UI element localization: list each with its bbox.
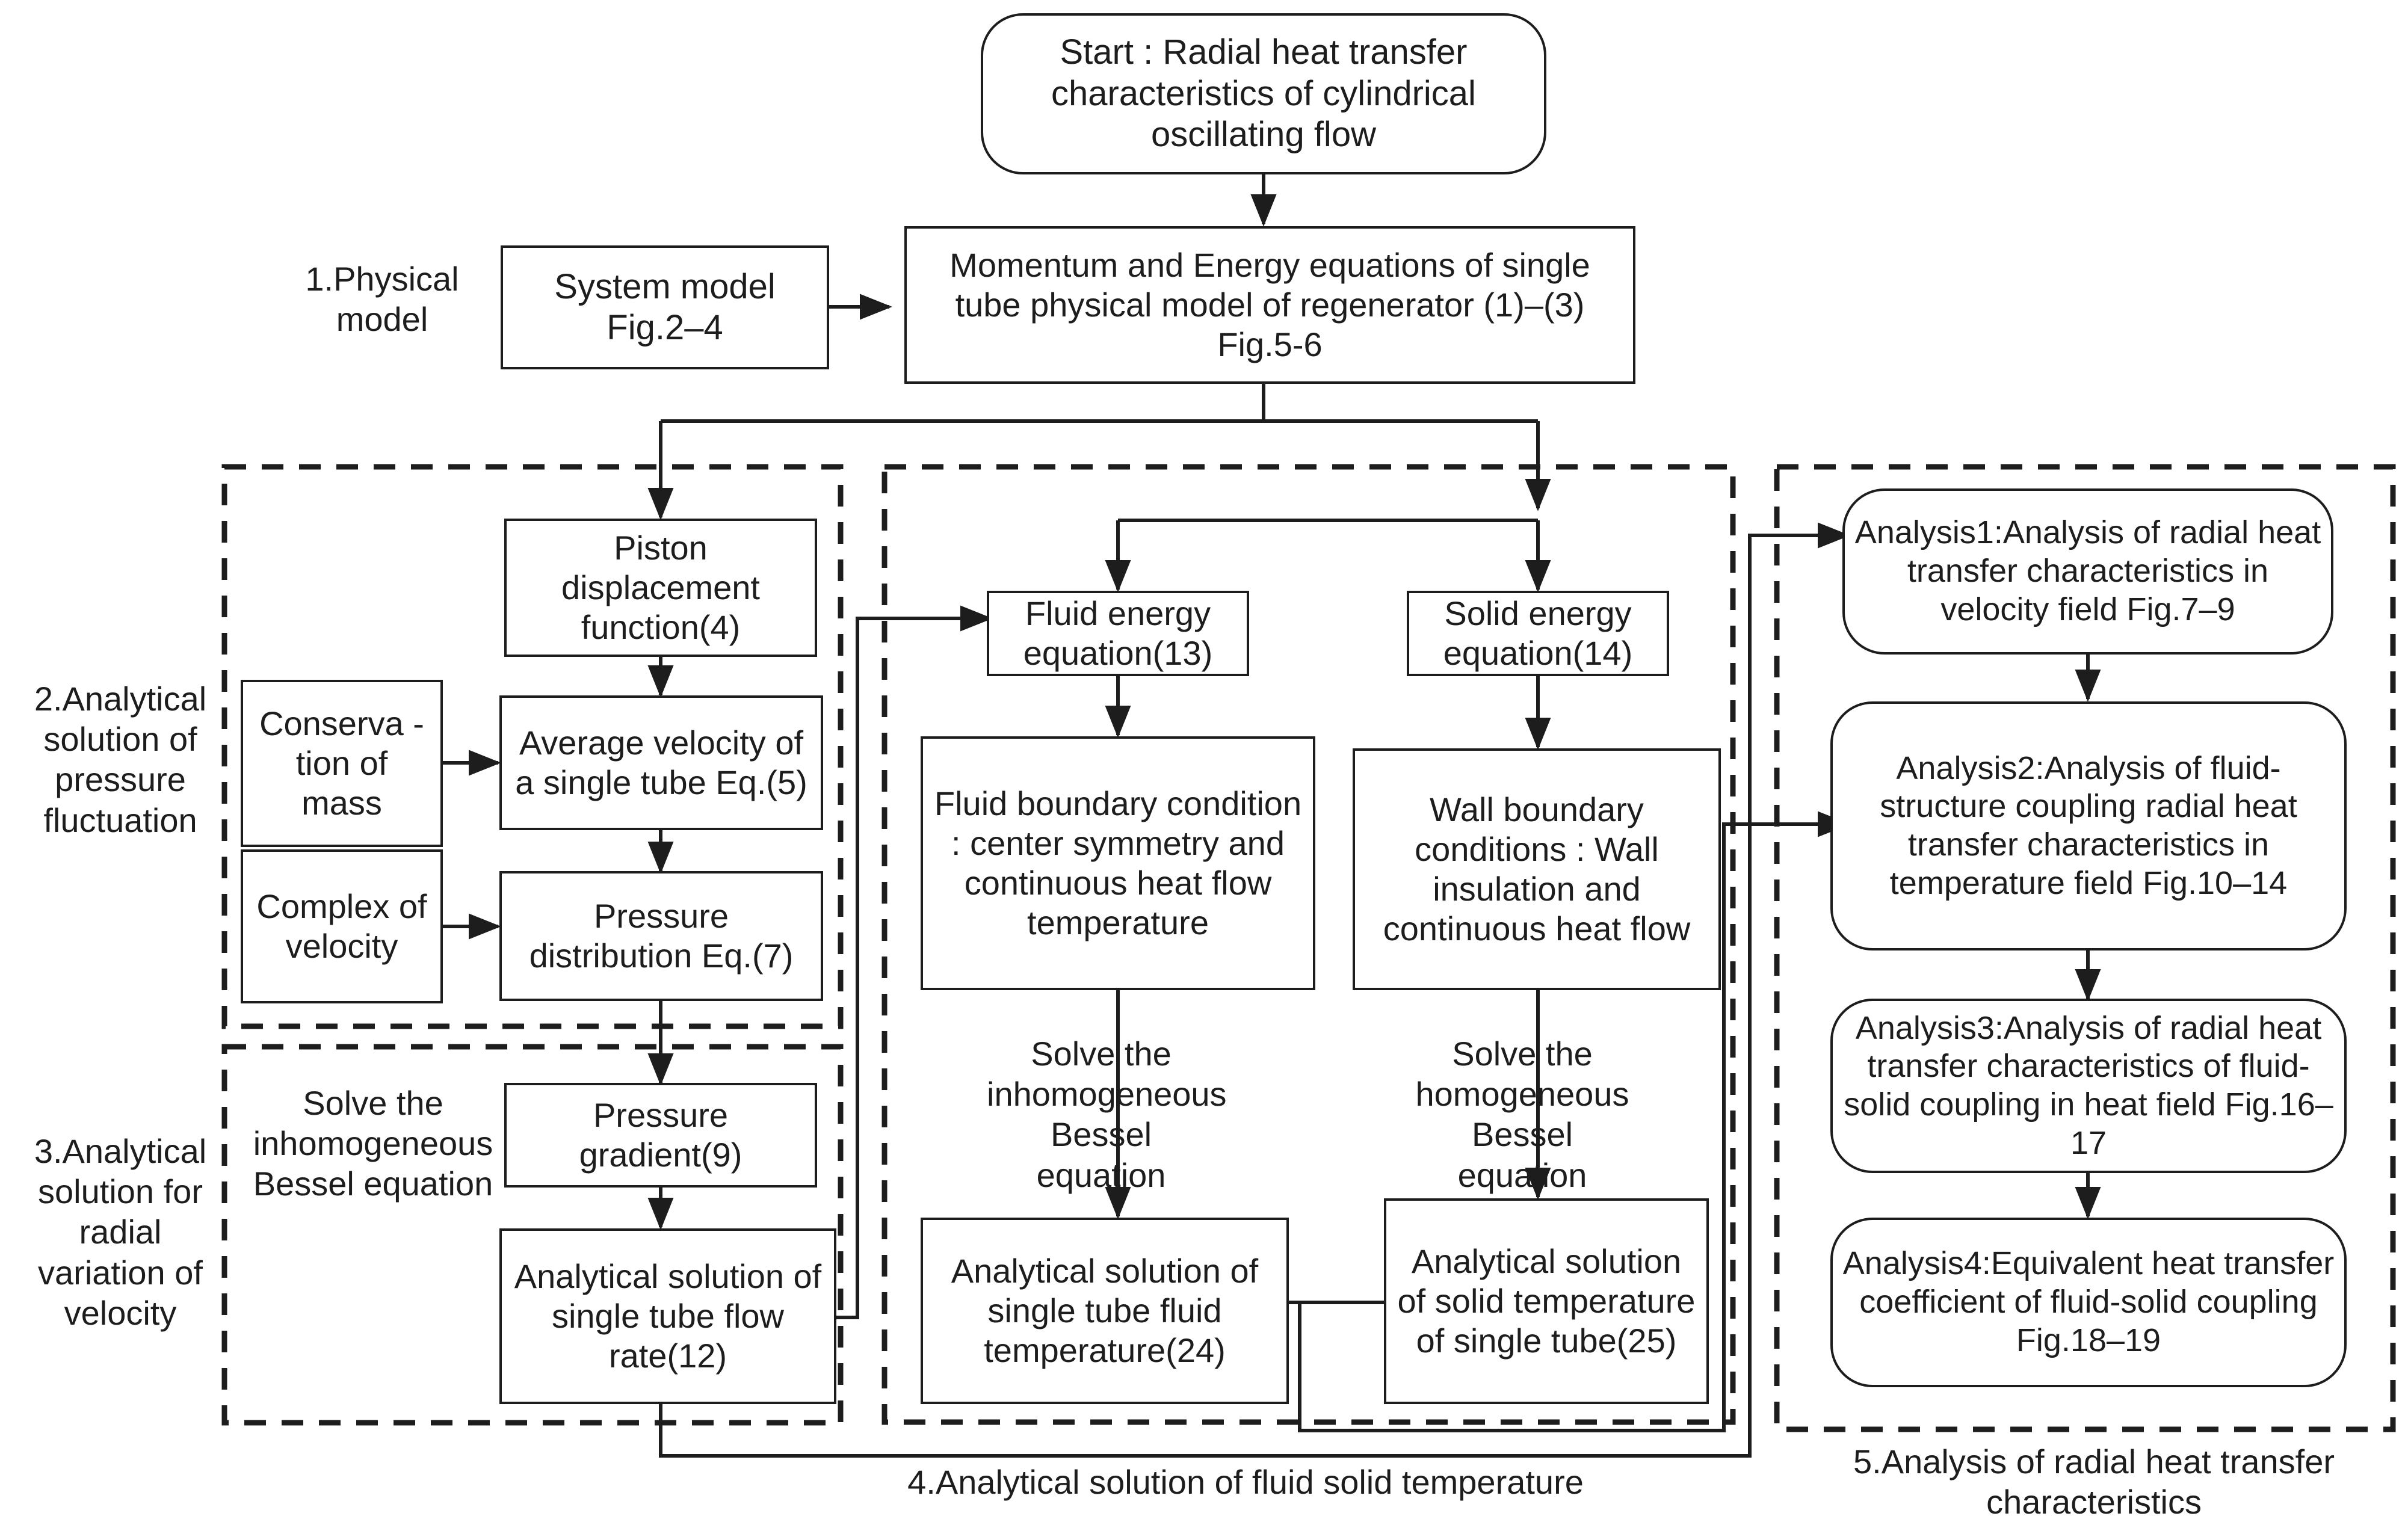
- edge-label-solve-inhomogeneous-mid-text: Solve the inhomogeneous Bessel equation: [987, 1035, 1227, 1194]
- node-pressure-gradient-label: Pressure gradient(9): [579, 1095, 742, 1174]
- group-box-pressure-fluctuation: [221, 464, 844, 1029]
- node-fluid-boundary-condition[interactable]: Fluid boundary condition : center symmet…: [921, 736, 1315, 990]
- node-system-model-label: System model Fig.2–4: [554, 266, 776, 347]
- node-pressure-distribution[interactable]: Pressure distribution Eq.(7): [499, 871, 823, 1001]
- edge-label-solve-homogeneous-mid: Solve the homogeneous Bessel equation: [1408, 1034, 1637, 1195]
- node-start[interactable]: Start : Radial heat transfer characteris…: [981, 13, 1546, 174]
- node-analysis2[interactable]: Analysis2:Analysis of fluid-structure co…: [1830, 701, 2347, 950]
- node-analysis3-label: Analysis3:Analysis of radial heat transf…: [1844, 1009, 2333, 1161]
- edge-label-solve-inhomogeneous-left-text: Solve the inhomogeneous Bessel equation: [253, 1084, 493, 1203]
- node-momentum-energy[interactable]: Momentum and Energy equations of single …: [904, 226, 1635, 384]
- node-conservation-of-mass-label: Conserva -tion of mass: [259, 704, 424, 822]
- edge-flowrate-to-fluidenergy: [836, 605, 993, 1319]
- node-average-velocity-label: Average velocity of a single tube Eq.(5): [515, 723, 807, 801]
- group-label-analysis: 5.Analysis of radial heat transfer chara…: [1823, 1441, 2365, 1522]
- node-wall-boundary-conditions[interactable]: Wall boundary conditions : Wall insulati…: [1353, 748, 1721, 990]
- node-single-tube-flow-rate-label: Analytical solution of single tube flow …: [514, 1257, 822, 1375]
- group-box-fluid-solid-temperature: [881, 464, 1736, 1425]
- node-analysis4[interactable]: Analysis4:Equivalent heat transfer coeff…: [1830, 1218, 2347, 1387]
- node-average-velocity[interactable]: Average velocity of a single tube Eq.(5): [499, 695, 823, 830]
- group-label-pressure-fluctuation: 2.Analytical solution of pressure fluctu…: [12, 679, 229, 840]
- node-fluid-energy-equation[interactable]: Fluid energy equation(13): [987, 591, 1249, 676]
- node-complex-of-velocity[interactable]: Complex of velocity: [241, 849, 443, 1003]
- node-start-label: Start : Radial heat transfer characteris…: [1051, 32, 1476, 155]
- node-analysis3[interactable]: Analysis3:Analysis of radial heat transf…: [1830, 999, 2347, 1173]
- node-momentum-energy-label: Momentum and Energy equations of single …: [949, 245, 1590, 364]
- group-label-radial-velocity: 3.Analytical solution for radial variati…: [12, 1131, 229, 1333]
- group-label-radial-velocity-text: 3.Analytical solution for radial variati…: [34, 1132, 207, 1332]
- node-wall-boundary-conditions-label: Wall boundary conditions : Wall insulati…: [1383, 790, 1691, 948]
- node-solid-temperature-solution-label: Analytical solution of solid temperature…: [1397, 1242, 1696, 1360]
- group-box-radial-velocity: [221, 1044, 844, 1426]
- node-conservation-of-mass[interactable]: Conserva -tion of mass: [241, 680, 443, 847]
- node-solid-energy-equation[interactable]: Solid energy equation(14): [1407, 591, 1669, 676]
- node-analysis1[interactable]: Analysis1:Analysis of radial heat transf…: [1842, 488, 2333, 655]
- group-box-analysis: [1774, 464, 2396, 1432]
- node-solid-temperature-solution[interactable]: Analytical solution of solid temperature…: [1384, 1198, 1709, 1404]
- node-solid-energy-equation-label: Solid energy equation(14): [1443, 594, 1633, 672]
- node-fluid-energy-equation-label: Fluid energy equation(13): [1023, 594, 1213, 672]
- node-pressure-gradient[interactable]: Pressure gradient(9): [504, 1083, 817, 1188]
- node-piston-displacement-label: Piston displacement function(4): [561, 528, 760, 647]
- node-single-tube-flow-rate[interactable]: Analytical solution of single tube flow …: [499, 1228, 836, 1404]
- group-label-physical-model: 1.Physical model: [283, 259, 481, 339]
- node-system-model[interactable]: System model Fig.2–4: [501, 245, 829, 369]
- node-complex-of-velocity-label: Complex of velocity: [256, 887, 427, 965]
- edge-temps-bottom-bus: [1298, 811, 1850, 1432]
- edge-label-solve-homogeneous-mid-text: Solve the homogeneous Bessel equation: [1415, 1035, 1629, 1194]
- node-analysis4-label: Analysis4:Equivalent heat transfer coeff…: [1842, 1245, 2335, 1358]
- edge-label-solve-inhomogeneous-left: Solve the inhomogeneous Bessel equation: [253, 1083, 493, 1204]
- node-analysis1-label: Analysis1:Analysis of radial heat transf…: [1854, 514, 2321, 627]
- edge-momentum-bus: [661, 384, 1538, 423]
- node-fluid-boundary-condition-label: Fluid boundary condition : center symmet…: [934, 784, 1302, 942]
- group-label-fluid-solid-temperature-text: 4.Analytical solution of fluid solid tem…: [907, 1463, 1584, 1501]
- edge-flowrate-bottom-bus: [659, 522, 1850, 1458]
- group-label-analysis-text: 5.Analysis of radial heat transfer chara…: [1853, 1443, 2335, 1521]
- node-fluid-temperature-solution-label: Analytical solution of single tube fluid…: [951, 1251, 1259, 1370]
- group-label-physical-model-text: 1.Physical model: [305, 260, 459, 339]
- node-piston-displacement[interactable]: Piston displacement function(4): [504, 519, 817, 657]
- node-pressure-distribution-label: Pressure distribution Eq.(7): [529, 896, 794, 975]
- group-label-pressure-fluctuation-text: 2.Analytical solution of pressure fluctu…: [34, 680, 207, 839]
- edge-label-solve-inhomogeneous-mid: Solve the inhomogeneous Bessel equation: [987, 1034, 1227, 1195]
- node-fluid-temperature-solution[interactable]: Analytical solution of single tube fluid…: [921, 1218, 1289, 1404]
- group-label-fluid-solid-temperature: 4.Analytical solution of fluid solid tem…: [860, 1462, 1631, 1502]
- node-analysis2-label: Analysis2:Analysis of fluid-structure co…: [1880, 750, 2297, 901]
